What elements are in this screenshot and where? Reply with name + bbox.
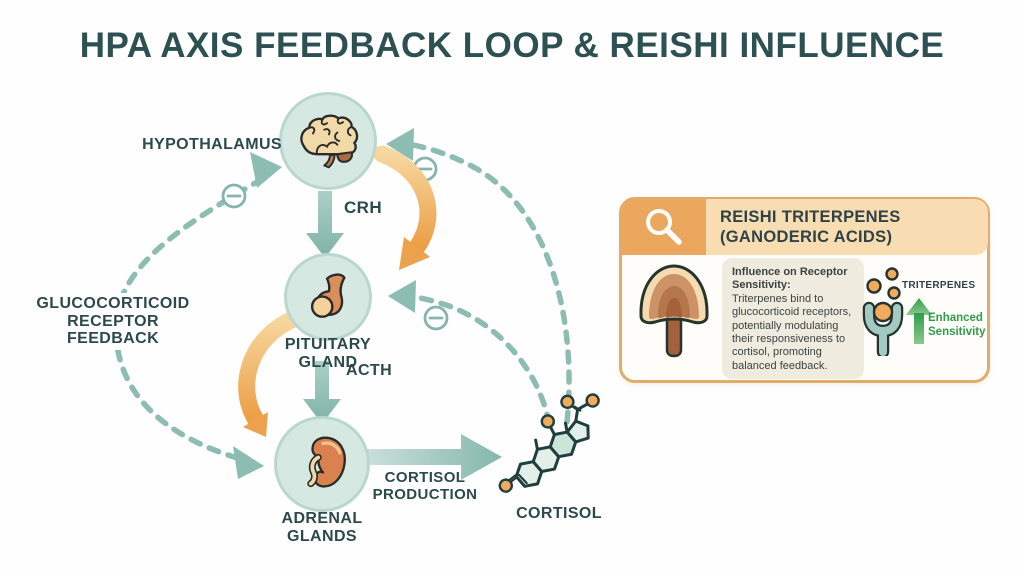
brain-icon (300, 114, 359, 169)
triterpenes-label: TRITERPENES (902, 280, 976, 291)
enhanced-line2: Sensitivity (928, 325, 986, 338)
reishi-panel: REISHI TRITERPENES (GANODERIC ACIDS) Inf… (619, 197, 990, 383)
adrenal-node (274, 416, 370, 512)
glucocorticoid-feedback-label: GLUCOCORTICOID RECEPTOR FEEDBACK (30, 293, 196, 350)
cortisol-molecule-icon (498, 393, 600, 493)
pituitary-node (284, 253, 372, 341)
glucocorticoid-feedback-arc (113, 176, 265, 463)
feedback-arrowhead-to-hypothalamus (250, 152, 282, 188)
pituitary-gland-icon (310, 273, 346, 318)
cortisol-production-arrow (367, 434, 502, 480)
crh-arrow (306, 191, 344, 258)
minus-circle-icon (423, 305, 449, 331)
page-title: HPA AXIS FEEDBACK LOOP & REISHI INFLUENC… (79, 26, 945, 65)
minus-circle-icon (221, 183, 247, 209)
magnifier-icon (645, 209, 682, 245)
feedback-label-line3: FEEDBACK (66, 330, 160, 348)
enhanced-sensitivity-label: Enhanced Sensitivity (928, 312, 992, 339)
hypothalamus-node (279, 92, 377, 190)
feedback-arrowhead-to-adrenal (233, 446, 264, 479)
cortisol-feedback-to-hypothalamus (410, 142, 572, 425)
info-heading: Influence on Receptor Sensitivity: (732, 266, 848, 292)
adrenal-kidney-icon (307, 436, 346, 488)
panel-title-line2: (GANODERIC ACIDS) (720, 228, 893, 246)
acth-label: ACTH (346, 362, 393, 379)
feedback-arrowhead-hypothalamus (386, 128, 414, 161)
reishi-panel-header: REISHI TRITERPENES (GANODERIC ACIDS) (621, 199, 988, 255)
enhanced-sensitivity-arrow-icon (906, 298, 932, 344)
pituitary-label-line2: GLAND (298, 353, 358, 371)
pituitary-label: PITUITARY GLAND (258, 336, 398, 371)
hypothalamus-to-pituitary-orange-arrow (373, 145, 437, 270)
cortisol-production-label: CORTISOL PRODUCTION (363, 469, 487, 503)
enhanced-line1: Enhanced (928, 312, 983, 324)
production-label-line2: PRODUCTION (372, 485, 478, 503)
reishi-mushroom-icon (639, 264, 709, 358)
panel-title-line1: REISHI TRITERPENES (720, 207, 901, 226)
cortisol-label: CORTISOL (516, 505, 602, 522)
hypothalamus-label: HYPOTHALAMUS (142, 136, 282, 153)
pituitary-label-line1: PITUITARY (284, 336, 372, 353)
info-body: Triterpenes bind to glucocorticoid recep… (732, 292, 852, 372)
triterpene-molecules (866, 267, 901, 323)
magnifier-badge (621, 199, 706, 255)
feedback-label-line2: RECEPTOR (67, 312, 159, 330)
reishi-panel-title: REISHI TRITERPENES (GANODERIC ACIDS) (706, 199, 988, 255)
crh-label: CRH (344, 198, 383, 217)
receptor-info-card: Influence on Receptor Sensitivity: Trite… (722, 258, 864, 379)
acth-arrow (303, 361, 341, 424)
production-label-line1: CORTISOL (384, 469, 466, 486)
receptor-icon (862, 267, 904, 356)
feedback-arrowhead-pituitary (388, 280, 416, 313)
adrenal-label-line2: GLANDS (287, 527, 357, 545)
pituitary-to-adrenal-orange-arrow (238, 309, 305, 437)
adrenal-label-line1: ADRENAL (281, 510, 363, 527)
cortisol-feedback-to-pituitary (410, 294, 552, 427)
feedback-label-line1: GLUCOCORTICOID (36, 295, 190, 312)
receptor-body (862, 301, 904, 356)
adrenal-label: ADRENAL GLANDS (252, 510, 392, 545)
